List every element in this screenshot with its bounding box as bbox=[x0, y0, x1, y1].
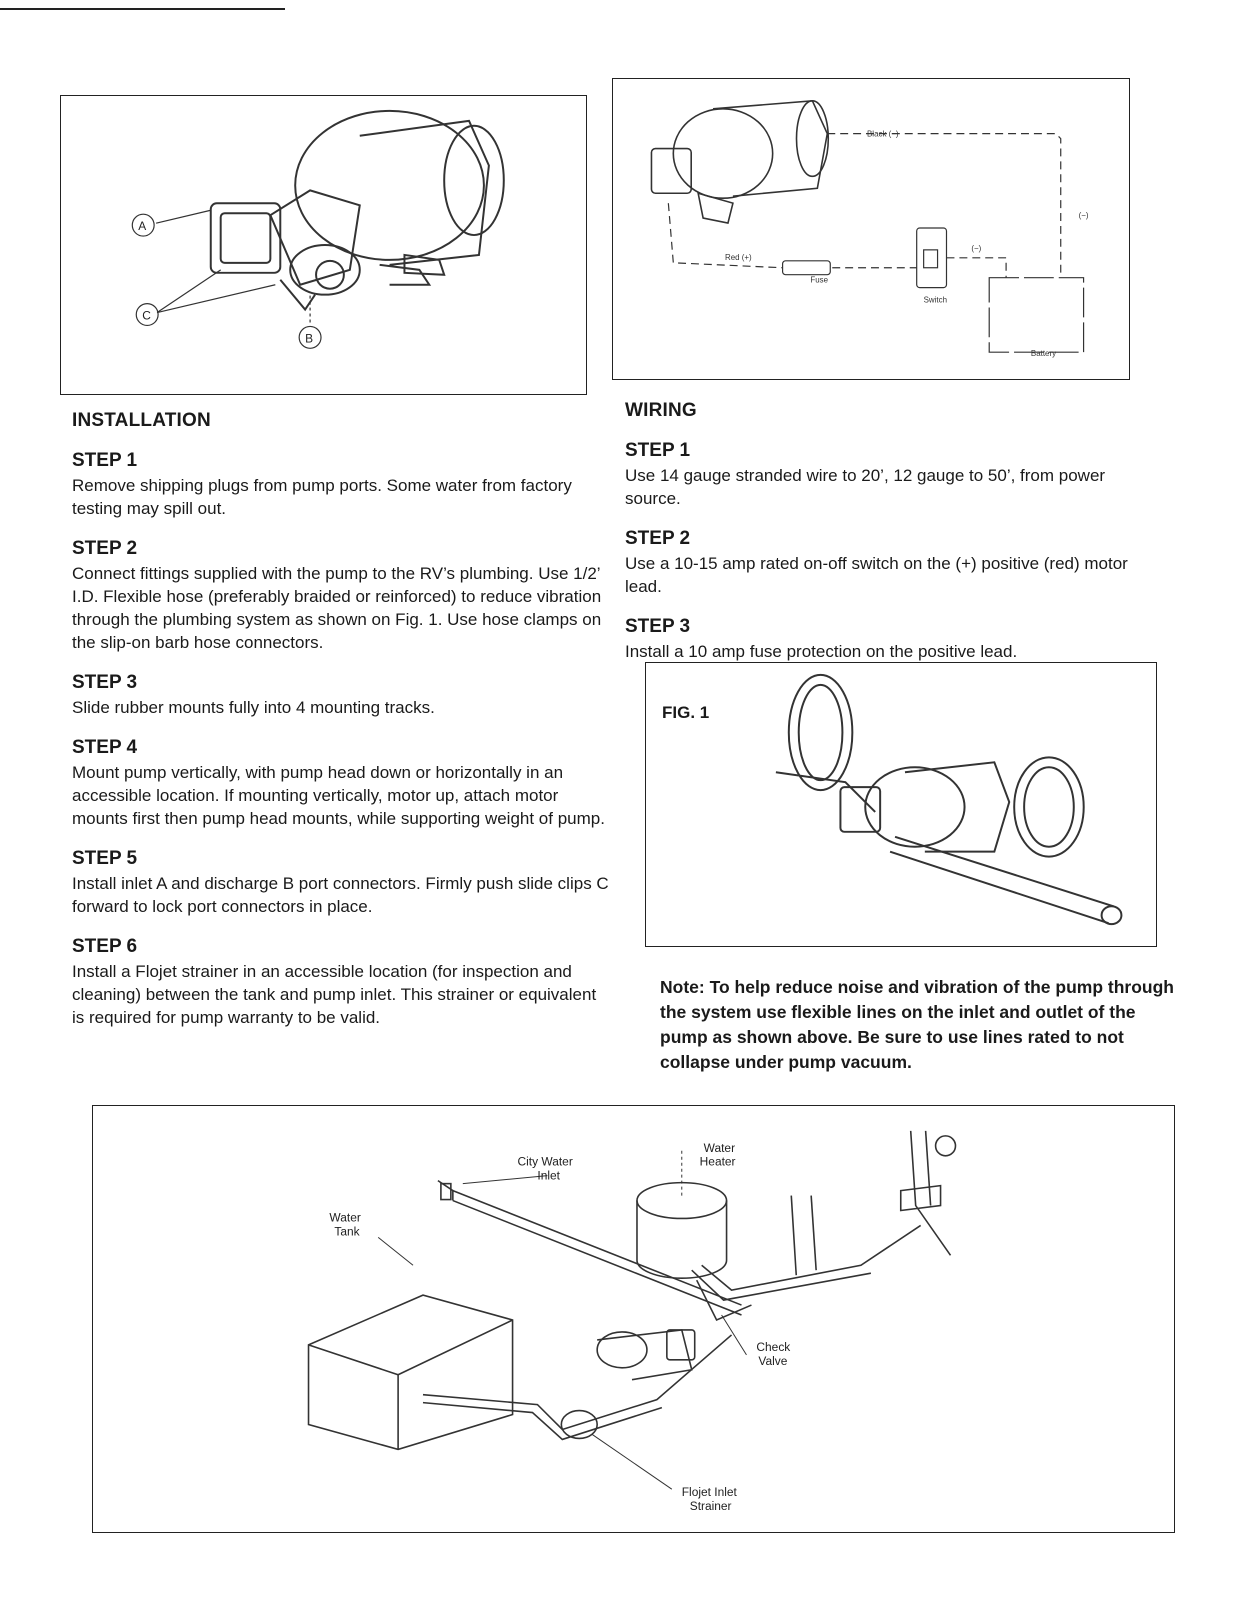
installation-step: STEP 3 Slide rubber mounts fully into 4 … bbox=[72, 672, 612, 719]
step-heading: STEP 3 bbox=[625, 616, 691, 637]
step-text: Use a 10-15 amp rated on-off switch on t… bbox=[625, 554, 1128, 596]
system-drawing: City Water Inlet Water Heater Water Tank… bbox=[307, 1130, 957, 1513]
fig1-label: FIG. 1 bbox=[662, 703, 710, 722]
step-heading: STEP 2 bbox=[625, 528, 691, 549]
installation-step: STEP 2 Connect fittings supplied with th… bbox=[72, 538, 612, 654]
step-text: Connect fittings supplied with the pump … bbox=[72, 564, 602, 652]
label-b: B bbox=[305, 331, 313, 345]
fuse-label: Fuse bbox=[810, 276, 828, 285]
step-text: Install a Flojet strainer in an accessib… bbox=[72, 962, 597, 1027]
wire-neg2-label: (−) bbox=[971, 244, 981, 253]
label-a: A bbox=[138, 219, 146, 233]
battery-label: Battery bbox=[1031, 349, 1056, 358]
pump-ports-drawing: A C B bbox=[131, 109, 505, 349]
switch-label: Switch bbox=[924, 296, 947, 305]
fig1-drawing bbox=[775, 673, 1123, 926]
label-c: C bbox=[142, 309, 151, 323]
step-heading: STEP 5 bbox=[72, 848, 138, 869]
installation-step: STEP 6 Install a Flojet strainer in an a… bbox=[72, 936, 612, 1029]
step-heading: STEP 1 bbox=[72, 450, 138, 471]
water-heater-label-2: Heater bbox=[700, 1155, 736, 1169]
wire-neg-label: (−) bbox=[1079, 211, 1089, 220]
step-heading: STEP 1 bbox=[625, 440, 691, 461]
step-text: Install a 10 amp fuse protection on the … bbox=[625, 642, 1018, 661]
fig1-figure: FIG. 1 bbox=[645, 662, 1157, 947]
wire-red-label: Red (+) bbox=[725, 253, 752, 262]
step-heading: STEP 4 bbox=[72, 737, 138, 758]
installation-step: STEP 4 Mount pump vertically, with pump … bbox=[72, 737, 612, 830]
step-heading: STEP 2 bbox=[72, 538, 138, 559]
strainer-label: Flojet Inlet bbox=[682, 1485, 738, 1499]
installation-title: INSTALLATION bbox=[72, 410, 211, 431]
wiring-step: STEP 3 Install a 10 amp fuse protection … bbox=[625, 616, 1155, 663]
wiring-title: WIRING bbox=[625, 400, 697, 421]
note-text: Note: To help reduce noise and vibration… bbox=[660, 977, 1174, 1072]
wiring-figure: Black (−) (−) (−) Red (+) Fuse Switch Ba… bbox=[612, 78, 1130, 380]
wire-black-label: Black (−) bbox=[867, 130, 899, 139]
step-text: Slide rubber mounts fully into 4 mountin… bbox=[72, 698, 435, 717]
installation-section: INSTALLATION STEP 1 Remove shipping plug… bbox=[72, 410, 612, 1047]
pump-ports-figure: A C B bbox=[60, 95, 587, 395]
strainer-label-2: Strainer bbox=[690, 1499, 732, 1513]
step-heading: STEP 6 bbox=[72, 936, 138, 957]
city-water-label: City Water bbox=[518, 1155, 573, 1169]
wiring-step: STEP 2 Use a 10-15 amp rated on-off swit… bbox=[625, 528, 1155, 598]
step-text: Install inlet A and discharge B port con… bbox=[72, 874, 609, 916]
wiring-drawing: Black (−) (−) (−) Red (+) Fuse Switch Ba… bbox=[650, 100, 1089, 358]
water-tank-label: Water bbox=[329, 1210, 360, 1224]
wiring-step: STEP 1 Use 14 gauge stranded wire to 20’… bbox=[625, 440, 1155, 510]
wiring-section: WIRING STEP 1 Use 14 gauge stranded wire… bbox=[625, 400, 1155, 681]
city-water-label-2: Inlet bbox=[537, 1169, 560, 1183]
step-text: Mount pump vertically, with pump head do… bbox=[72, 763, 605, 828]
water-tank-label-2: Tank bbox=[334, 1224, 359, 1238]
system-figure: City Water Inlet Water Heater Water Tank… bbox=[92, 1105, 1175, 1533]
installation-step: STEP 1 Remove shipping plugs from pump p… bbox=[72, 450, 612, 520]
water-heater-label: Water bbox=[704, 1141, 735, 1155]
check-valve-label: Check bbox=[756, 1340, 790, 1354]
installation-step: STEP 5 Install inlet A and discharge B p… bbox=[72, 848, 612, 918]
step-text: Use 14 gauge stranded wire to 20’, 12 ga… bbox=[625, 466, 1106, 508]
step-text: Remove shipping plugs from pump ports. S… bbox=[72, 476, 572, 518]
check-valve-label-2: Valve bbox=[758, 1354, 787, 1368]
top-rule bbox=[0, 8, 285, 10]
step-heading: STEP 3 bbox=[72, 672, 138, 693]
